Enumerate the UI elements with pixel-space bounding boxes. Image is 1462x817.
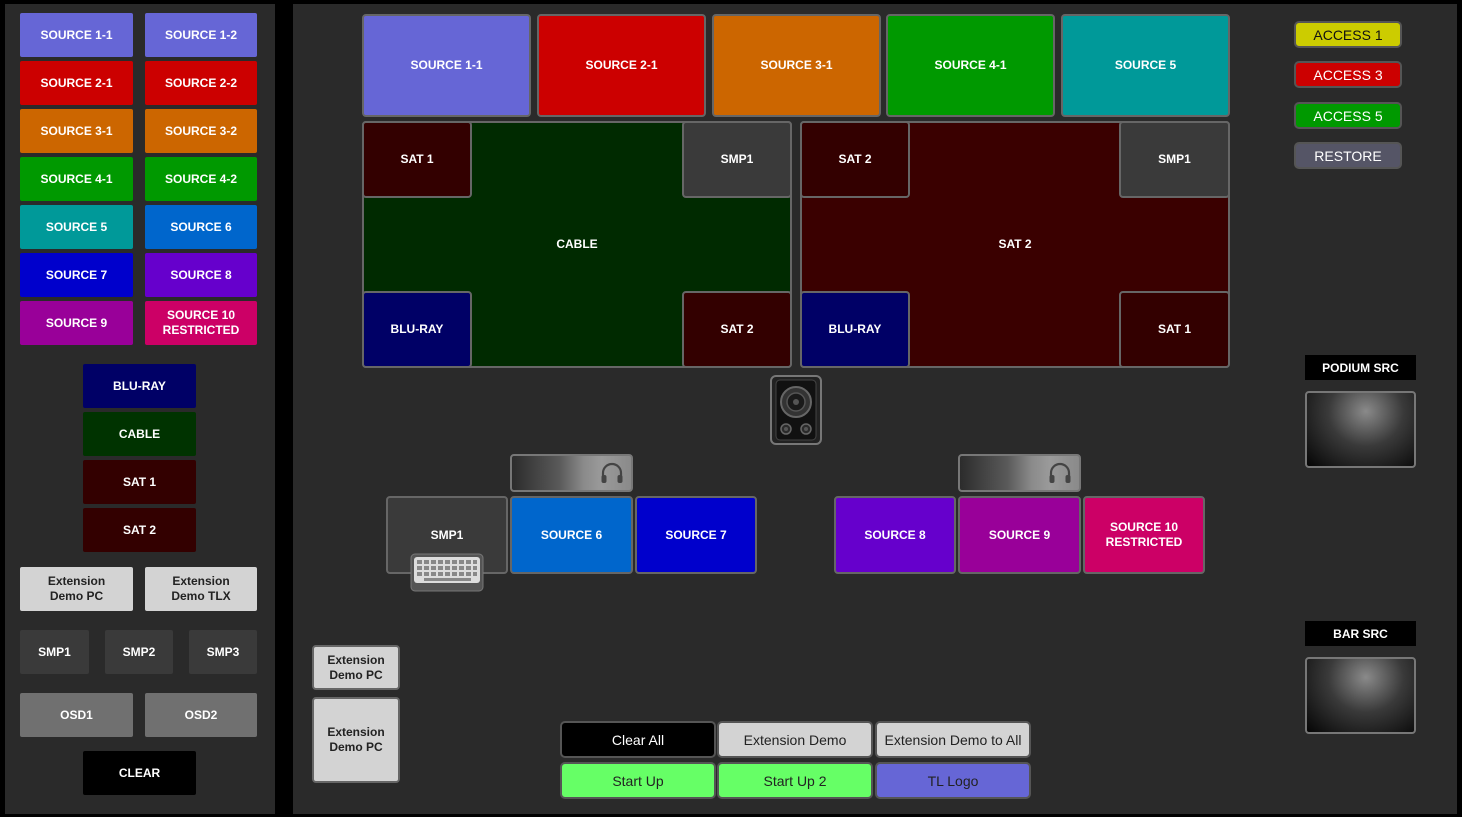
display-left-pip-top-left[interactable]: SAT 1 [362, 121, 472, 198]
media-button-cable[interactable]: CABLE [83, 412, 196, 456]
podium-source-6-button[interactable]: SOURCE 6 [510, 496, 633, 574]
display-right-pip-bottom-right[interactable]: SAT 1 [1119, 291, 1230, 368]
bar-src-preview[interactable] [1305, 657, 1416, 734]
left-source-button[interactable]: SOURCE 4-1 [20, 157, 133, 201]
top-source-1-1[interactable]: SOURCE 1-1 [362, 14, 531, 117]
media-button-sat-1[interactable]: SAT 1 [83, 460, 196, 504]
left-source-button[interactable]: SOURCE 3-1 [20, 109, 133, 153]
left-source-button[interactable]: SOURCE 3-2 [145, 109, 257, 153]
left-source-button[interactable]: SOURCE 6 [145, 205, 257, 249]
left-source-button[interactable]: SOURCE 1-2 [145, 13, 257, 57]
start-up-2-button[interactable]: Start Up 2 [717, 762, 873, 799]
top-source-2-1[interactable]: SOURCE 2-1 [537, 14, 706, 117]
display-left-pip-bottom-right[interactable]: SAT 2 [682, 291, 792, 368]
bar-source-8-button[interactable]: SOURCE 8 [834, 496, 956, 574]
clear-button[interactable]: CLEAR [83, 751, 196, 795]
extension-demo-to-all-button[interactable]: Extension Demo to All [875, 721, 1031, 758]
left-source-button[interactable]: SOURCE 4-2 [145, 157, 257, 201]
speaker-icon[interactable] [770, 375, 822, 445]
osd1-button[interactable]: OSD1 [20, 693, 133, 737]
display-right-pip-top-right[interactable]: SMP1 [1119, 121, 1230, 198]
left-source-button[interactable]: SOURCE 8 [145, 253, 257, 297]
headphones-icon [1049, 462, 1071, 483]
tl-logo-button[interactable]: TL Logo [875, 762, 1031, 799]
access-3-button[interactable]: ACCESS 3 [1294, 61, 1402, 88]
podium-src-label: PODIUM SRC [1305, 355, 1416, 380]
side-extension-demo-pc-large-button[interactable]: Extension Demo PC [312, 697, 400, 783]
access-5-button[interactable]: ACCESS 5 [1294, 102, 1402, 129]
restore-button[interactable]: RESTORE [1294, 142, 1402, 169]
headphones-icon [601, 462, 623, 483]
headset-bar-left[interactable] [510, 454, 633, 492]
top-source-3-1[interactable]: SOURCE 3-1 [712, 14, 881, 117]
podium-smp1-button[interactable]: SMP1 [386, 496, 508, 574]
osd2-button[interactable]: OSD2 [145, 693, 257, 737]
top-source-5[interactable]: SOURCE 5 [1061, 14, 1230, 117]
extension-demo-tlx-button[interactable]: Extension Demo TLX [145, 567, 257, 611]
left-source-button[interactable]: SOURCE 7 [20, 253, 133, 297]
extension-demo-pc-button[interactable]: Extension Demo PC [20, 567, 133, 611]
smp1-button[interactable]: SMP1 [20, 630, 89, 674]
left-source-button[interactable]: SOURCE 9 [20, 301, 133, 345]
left-source-button[interactable]: SOURCE 10 RESTRICTED [145, 301, 257, 345]
bar-source-10-button[interactable]: SOURCE 10 RESTRICTED [1083, 496, 1205, 574]
keyboard-icon[interactable] [410, 553, 484, 592]
bar-src-label: BAR SRC [1305, 621, 1416, 646]
display-left-pip-bottom-left[interactable]: BLU-RAY [362, 291, 472, 368]
smp2-button[interactable]: SMP2 [105, 630, 173, 674]
side-extension-demo-pc-button[interactable]: Extension Demo PC [312, 645, 400, 690]
extension-demo-button[interactable]: Extension Demo [717, 721, 873, 758]
start-up-button[interactable]: Start Up [560, 762, 716, 799]
clear-all-button[interactable]: Clear All [560, 721, 716, 758]
display-right-pip-top-left[interactable]: SAT 2 [800, 121, 910, 198]
access-1-button[interactable]: ACCESS 1 [1294, 21, 1402, 48]
display-left-pip-top-right[interactable]: SMP1 [682, 121, 792, 198]
podium-source-7-button[interactable]: SOURCE 7 [635, 496, 757, 574]
left-source-button[interactable]: SOURCE 5 [20, 205, 133, 249]
top-source-4-1[interactable]: SOURCE 4-1 [886, 14, 1055, 117]
display-right-pip-bottom-left[interactable]: BLU-RAY [800, 291, 910, 368]
podium-src-preview[interactable] [1305, 391, 1416, 468]
left-source-button[interactable]: SOURCE 1-1 [20, 13, 133, 57]
headset-bar-right[interactable] [958, 454, 1081, 492]
smp3-button[interactable]: SMP3 [189, 630, 257, 674]
left-source-button[interactable]: SOURCE 2-2 [145, 61, 257, 105]
media-button-sat-2[interactable]: SAT 2 [83, 508, 196, 552]
media-button-blu-ray[interactable]: BLU-RAY [83, 364, 196, 408]
bar-source-9-button[interactable]: SOURCE 9 [958, 496, 1081, 574]
left-source-button[interactable]: SOURCE 2-1 [20, 61, 133, 105]
